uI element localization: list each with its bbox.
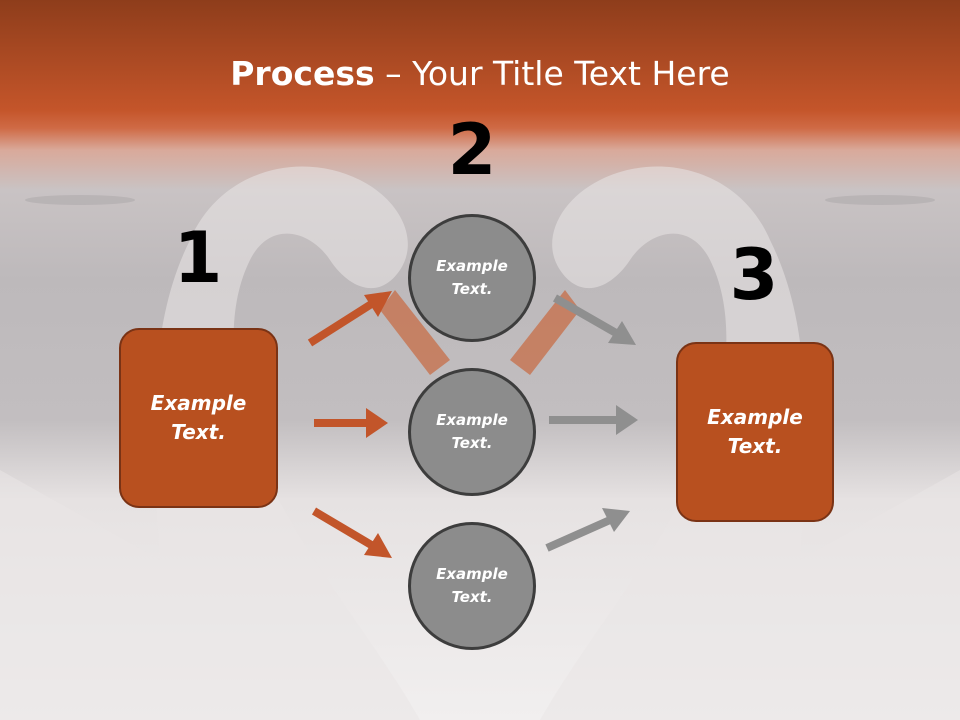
step-circle-bottom[interactable]: Example Text. (408, 522, 536, 650)
step-circle-middle[interactable]: Example Text. (408, 368, 536, 496)
title-rest: – Your Title Text Here (374, 54, 730, 93)
title-bold: Process (230, 54, 375, 93)
left-process-box[interactable]: Example Text. (119, 328, 278, 508)
arrow-left-to-middle (314, 408, 388, 438)
step-number-1: 1 (173, 217, 223, 299)
step-number-3: 3 (729, 234, 779, 316)
slide-title: Process – Your Title Text Here (0, 52, 960, 96)
step-circle-top[interactable]: Example Text. (408, 214, 536, 342)
arrow-left-to-top (307, 291, 392, 347)
arrow-top-to-right (553, 294, 636, 345)
right-process-box[interactable]: Example Text. (676, 342, 834, 522)
circle-middle-label: Example Text. (436, 411, 508, 452)
left-box-label: Example Text. (150, 391, 247, 444)
arrow-left-to-bottom (311, 507, 392, 558)
step-number-2: 2 (447, 109, 497, 191)
right-box-label: Example Text. (707, 405, 803, 458)
arrow-bottom-to-right (545, 508, 630, 552)
arrow-middle-to-right (549, 405, 638, 435)
circle-top-label: Example Text. (436, 257, 508, 298)
circle-bottom-label: Example Text. (436, 565, 508, 606)
